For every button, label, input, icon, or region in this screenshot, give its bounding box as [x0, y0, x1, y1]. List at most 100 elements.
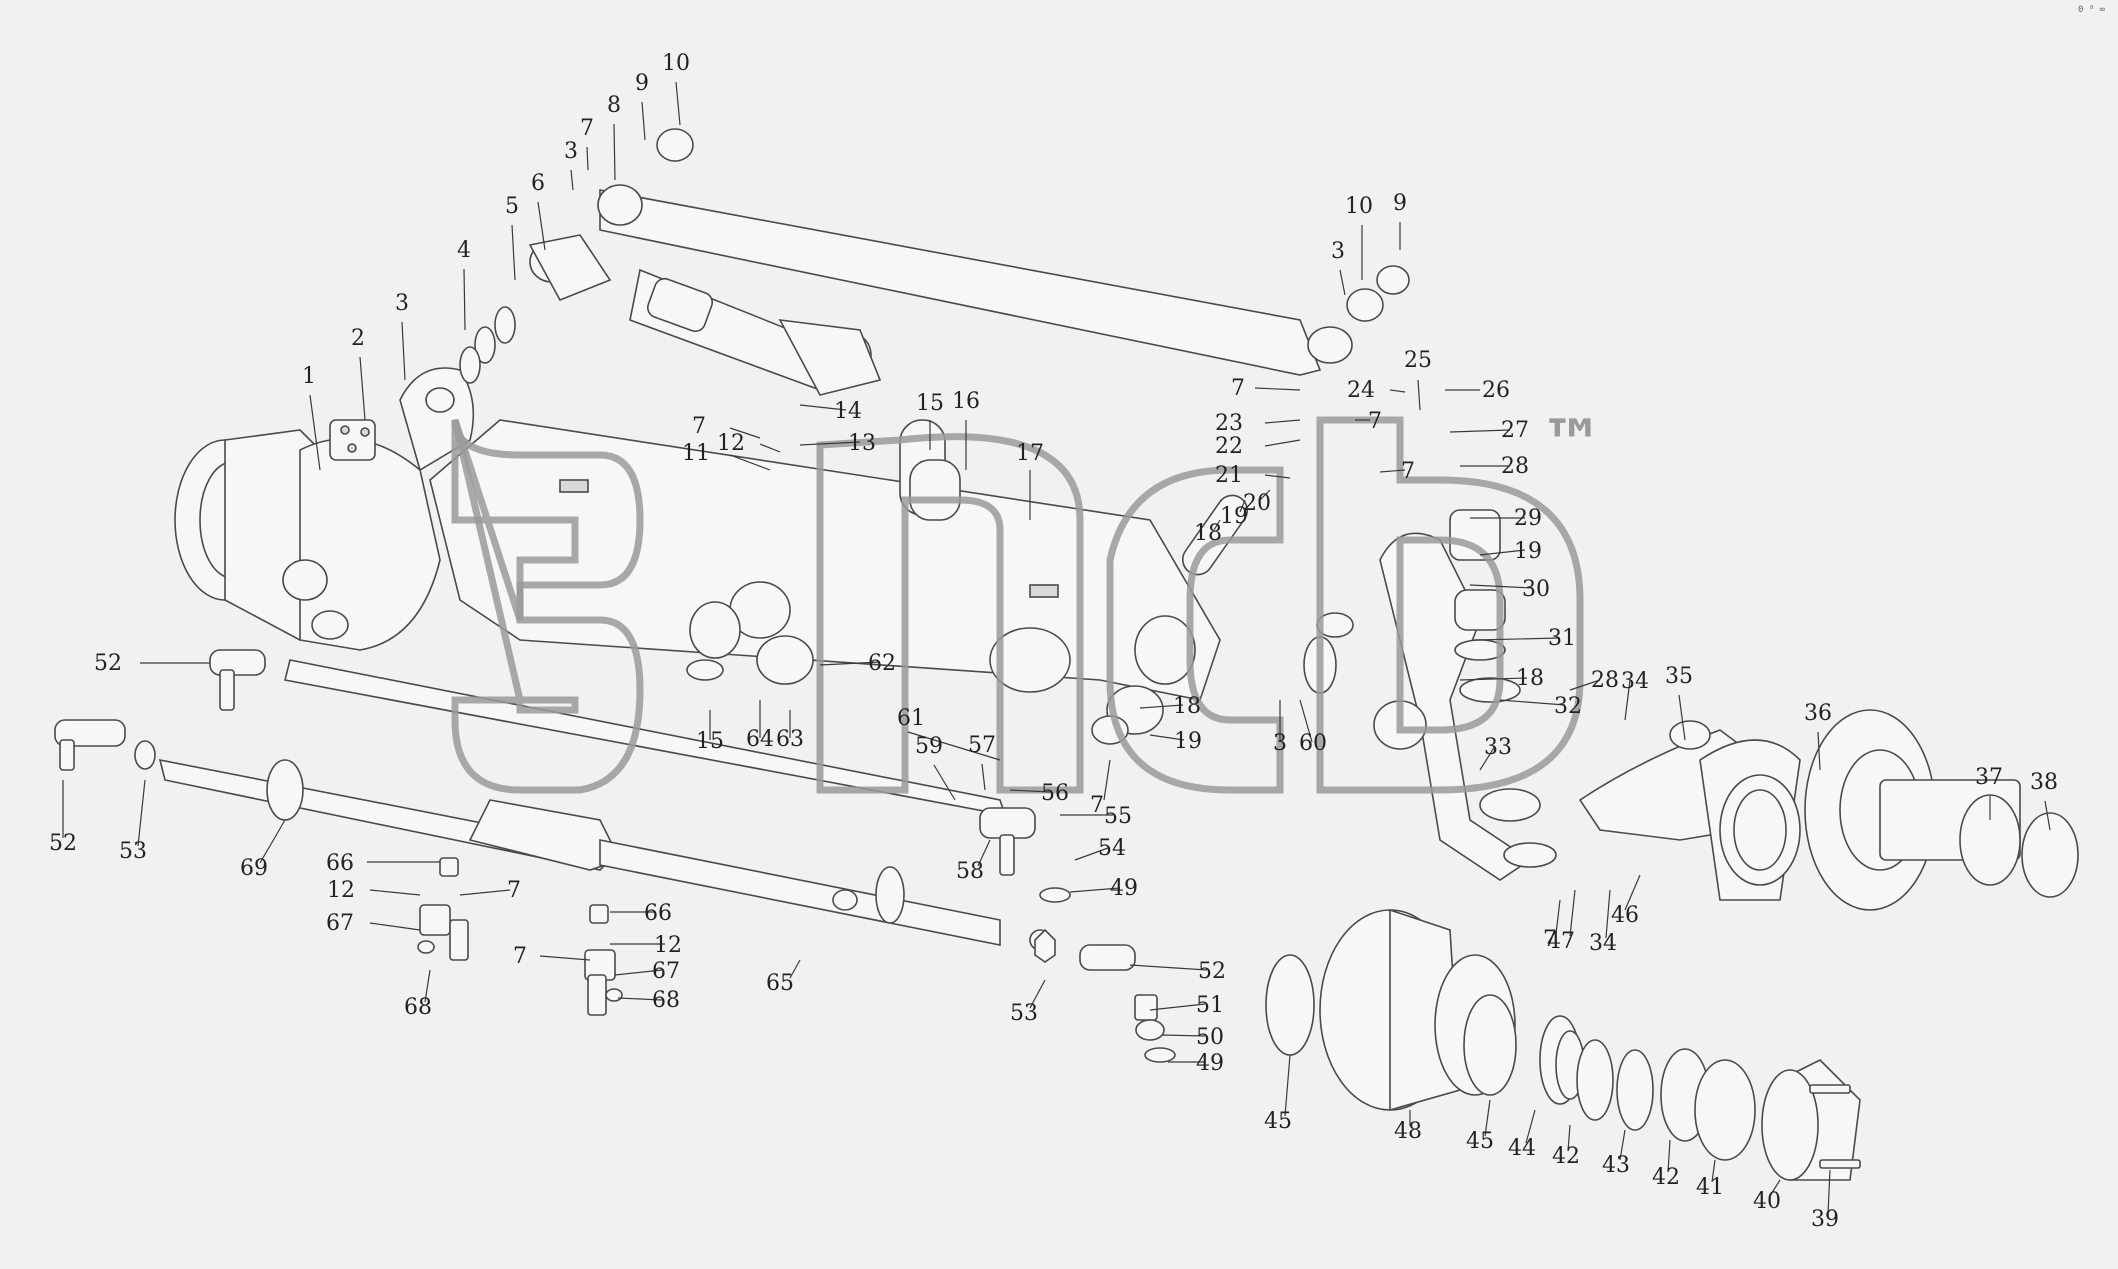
leader-line: [1239, 499, 1246, 513]
leader-line: [1569, 889, 1576, 937]
callout-number: 9: [1393, 191, 1407, 216]
axle-parts-drawing: [54, 128, 2079, 1181]
callout-number: 35: [1665, 664, 1693, 689]
callout-number: 67: [326, 911, 354, 936]
callout-number: 68: [652, 988, 680, 1013]
callout-number: 56: [1041, 781, 1069, 806]
leader-line: [1074, 847, 1109, 861]
leader-line: [1339, 269, 1346, 296]
callout-number: 23: [1215, 411, 1243, 436]
watermark-logo: ™: [451, 407, 1604, 794]
leader-line: [1479, 549, 1526, 556]
callout-number: 66: [326, 851, 354, 876]
callout-number: 22: [1215, 434, 1243, 459]
callout-number: 7: [513, 944, 527, 969]
callout-number: 40: [1753, 1189, 1781, 1214]
leader-line: [359, 356, 366, 421]
callout-number: 7: [507, 878, 521, 903]
right-spindle: [1804, 709, 2079, 911]
callout-number: 3: [1273, 731, 1287, 756]
callout-number: 25: [1404, 348, 1432, 373]
leader-line: [1827, 1169, 1831, 1215]
leader-line: [1817, 731, 1821, 771]
leader-line: [1213, 519, 1221, 531]
callout-number: 1: [302, 364, 316, 389]
leader-line: [1667, 1139, 1671, 1173]
leader-line: [1029, 979, 1046, 1009]
leader-line: [1389, 389, 1406, 393]
top-drag-rod: [597, 128, 1410, 376]
corner-mark: 0 ⁰ ∞: [2078, 5, 2106, 15]
wheel-hub-assembly: [1265, 908, 1861, 1181]
callout-number: 64: [746, 727, 774, 752]
leader-line: [1525, 1109, 1536, 1144]
callout-number: 20: [1243, 491, 1271, 516]
leader-line: [1129, 964, 1208, 971]
callout-number: 46: [1611, 903, 1639, 928]
callout-number: 11: [682, 441, 710, 466]
callout-number: 30: [1522, 577, 1550, 602]
leader-line: [1484, 1099, 1491, 1137]
leader-line: [1284, 1054, 1291, 1117]
callout-number: 8: [607, 93, 621, 118]
callout-number: 39: [1811, 1207, 1839, 1232]
callout-number: 15: [916, 391, 944, 416]
leader-line: [570, 169, 574, 191]
leader-line: [789, 959, 801, 979]
leader-line: [1264, 474, 1291, 479]
leader-line: [539, 955, 591, 961]
callout-number: 45: [1264, 1109, 1292, 1134]
leader-line: [463, 268, 466, 331]
callout-number: 24: [1347, 378, 1375, 403]
leader-line: [1417, 379, 1421, 411]
leader-line: [137, 779, 146, 847]
leader-line: [729, 454, 771, 471]
leader-line: [759, 443, 781, 453]
leader-line: [799, 441, 861, 446]
callout-number: 53: [1010, 1001, 1038, 1026]
leader-line: [614, 969, 663, 976]
leader-line: [309, 394, 321, 471]
callout-number: 44: [1508, 1136, 1536, 1161]
callout-number: 4: [457, 238, 471, 263]
leader-line: [1259, 489, 1271, 501]
callout-number: 15: [696, 729, 724, 754]
callout-number: 29: [1514, 506, 1542, 531]
right-steering-arm: [1578, 720, 1801, 901]
leader-line: [1379, 469, 1406, 473]
callout-number: 7: [1231, 376, 1245, 401]
leader-line: [537, 201, 546, 251]
callout-number: 27: [1501, 418, 1529, 443]
callout-number: 68: [404, 995, 432, 1020]
callout-number: 16: [952, 389, 980, 414]
left-hub-housing: [174, 419, 441, 651]
callout-number: 52: [94, 651, 122, 676]
callout-number: 63: [776, 727, 804, 752]
steering-cylinder: [459, 234, 882, 396]
callout-number: 6: [531, 171, 545, 196]
leader-line: [1711, 1159, 1716, 1183]
callout-number: 13: [848, 431, 876, 456]
callout-number: 19: [1514, 539, 1542, 564]
callout-number: 7: [1401, 459, 1415, 484]
leader-line: [2044, 800, 2051, 831]
leader-line: [933, 764, 956, 801]
leader-line: [1569, 679, 1601, 691]
callout-number: 34: [1621, 669, 1649, 694]
callout-number: 42: [1552, 1144, 1580, 1169]
callout-number: 54: [1098, 836, 1126, 861]
callout-number: 19: [1174, 729, 1202, 754]
callout-number: 18: [1173, 694, 1201, 719]
callout-number: 69: [240, 856, 268, 881]
leader-line: [1469, 584, 1534, 589]
leader-line: [1009, 789, 1051, 793]
leader-line: [1499, 699, 1566, 706]
callout-number: 32: [1554, 694, 1582, 719]
callout-number: 52: [1198, 959, 1226, 984]
leader-line: [1624, 874, 1641, 911]
callout-number: 53: [119, 839, 147, 864]
callout-number: 43: [1602, 1153, 1630, 1178]
leader-line: [1161, 1034, 1206, 1037]
callout-number: 34: [1589, 931, 1617, 956]
callout-number: 19: [1220, 504, 1248, 529]
